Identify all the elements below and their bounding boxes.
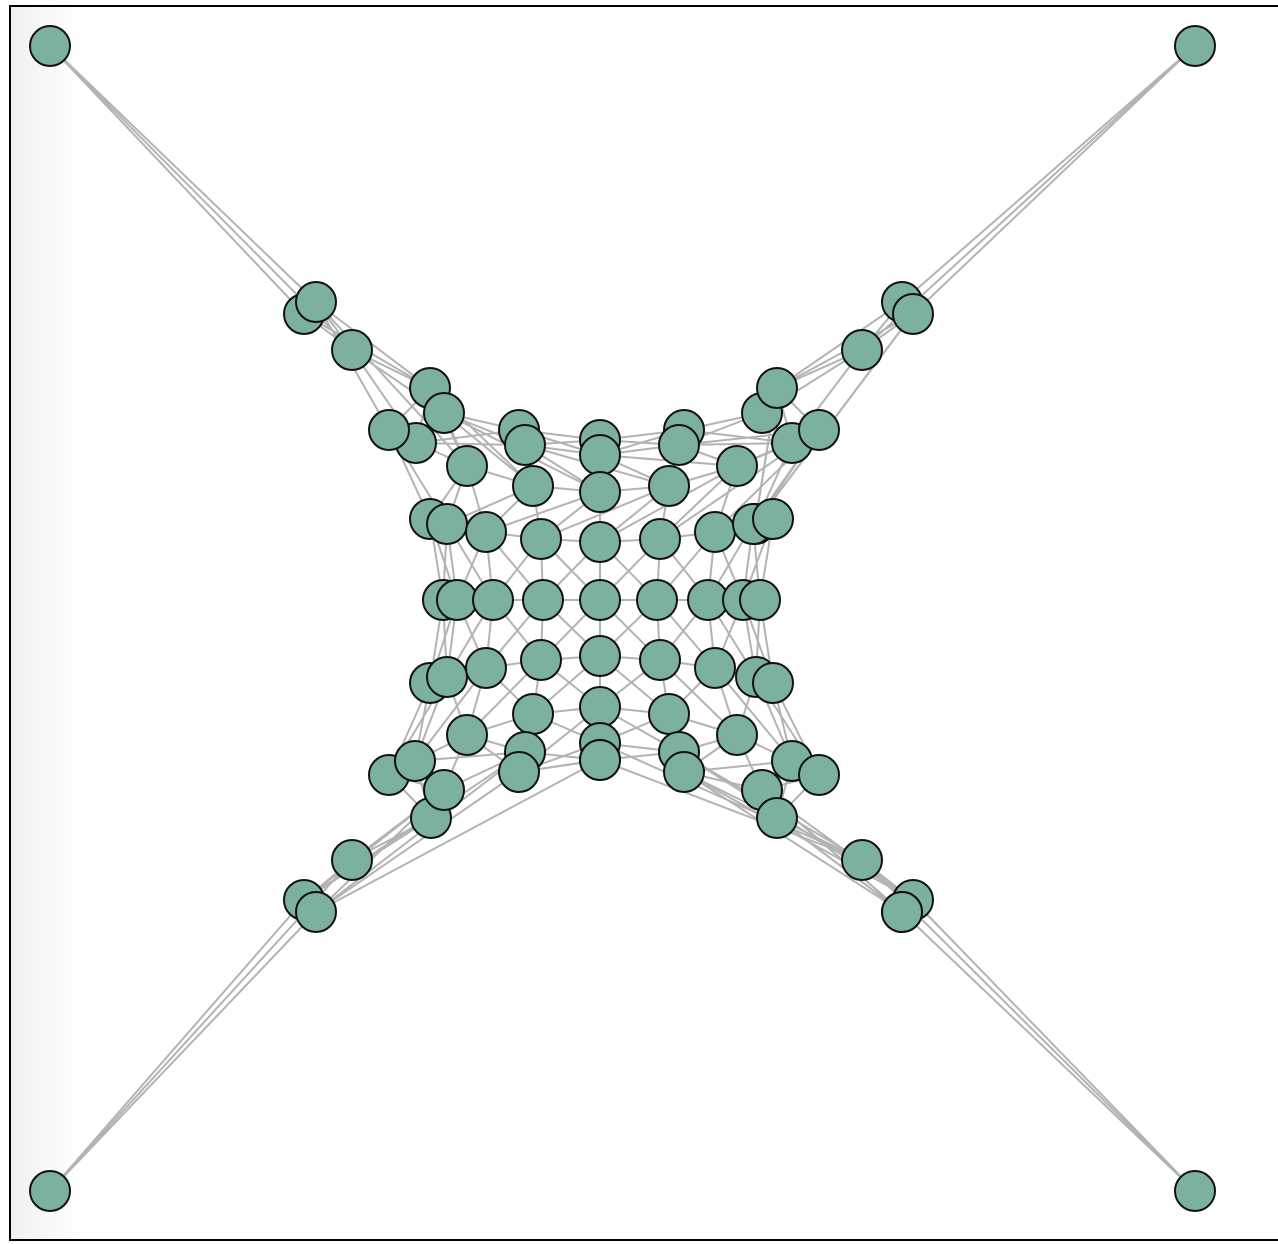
graph-node [423,392,465,434]
graph-edge [599,759,863,861]
graph-node [426,503,468,545]
graph-node [512,693,554,735]
graph-edge [49,45,317,303]
graph-node [423,769,465,811]
graph-edge [49,45,305,315]
node-layer [29,25,1216,1212]
graph-node [579,739,621,781]
graph-node [512,465,554,507]
graph-node [756,367,798,409]
graph-node [498,751,540,793]
graph-node [716,445,758,487]
graph-node [752,498,794,540]
graph-node [1174,1170,1216,1212]
graph-edge [683,771,903,913]
graph-edge [776,301,903,389]
graph-edge [776,817,903,913]
graph-node [520,639,562,681]
graph-edge [315,771,520,913]
graph-node [881,891,923,933]
graph-node [798,754,840,796]
edge-layer [49,45,1196,1192]
graph-edge [315,301,468,467]
graph-node [579,434,621,476]
graph-node [658,424,700,466]
graph-node [648,693,690,735]
graph-node [579,635,621,677]
graph-node [639,639,681,681]
graph-node [648,465,690,507]
graph-edge [49,899,305,1192]
graph-node [472,579,514,621]
graph-node [716,714,758,756]
graph-edge [901,45,1196,303]
graph-edge [540,485,670,540]
graph-edge [912,899,1196,1192]
graph-node [522,579,564,621]
graph-node [504,424,546,466]
graph-node [841,839,883,881]
graph-edge [912,45,1196,315]
graph-node [1174,25,1216,67]
graph-node [29,1170,71,1212]
graph-edge [49,911,317,1192]
graph-node [579,686,621,728]
graph-node [663,751,705,793]
graph-node [394,740,436,782]
graph-node [841,329,883,371]
graph-node [694,647,736,689]
graph-edge [901,911,1196,1192]
graph-node [639,518,681,560]
graph-node [368,409,410,451]
graph-node [636,579,678,621]
graph-node [756,797,798,839]
graph-node [446,445,488,487]
graph-edge [315,301,431,389]
graph-node [892,293,934,335]
graph-node [579,471,621,513]
graph-node [739,579,781,621]
graph-node [465,511,507,553]
graph-node [295,891,337,933]
graph-node [579,521,621,563]
graph-node [752,662,794,704]
graph-node [331,839,373,881]
graph-node [295,281,337,323]
graph-node [798,409,840,451]
graph-node [29,25,71,67]
graph-node [465,647,507,689]
graph-edge [315,759,601,913]
graph-node [446,714,488,756]
graph-node [694,511,736,553]
graph-node [436,579,478,621]
graph-node [579,579,621,621]
graph-node [426,656,468,698]
graph-node [331,329,373,371]
graph-node [520,518,562,560]
